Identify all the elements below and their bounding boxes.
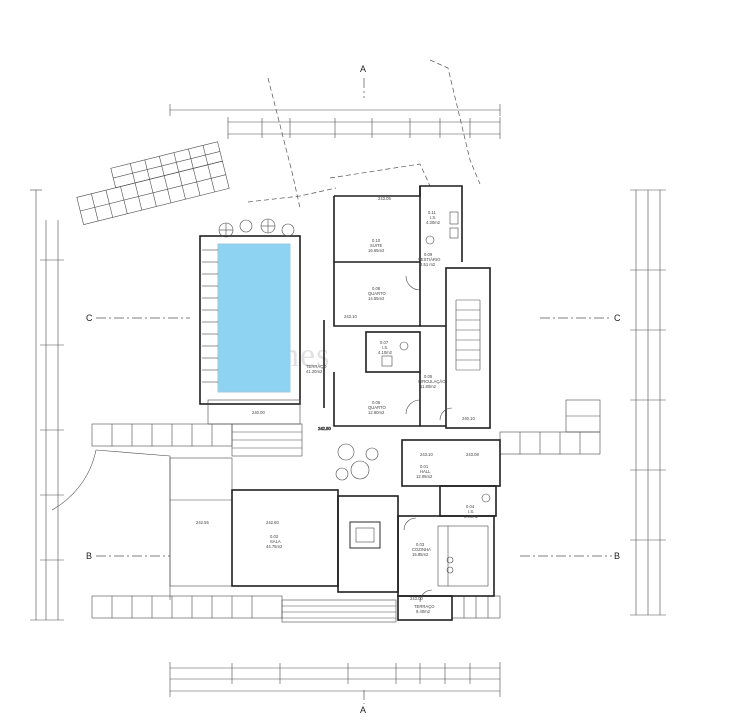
level-terrace-mid: 242.50: [318, 426, 331, 431]
right-dimension-lines: [630, 189, 666, 616]
room-code: 0.09: [424, 252, 433, 257]
room-terraco-bottom: TERRAÇO 9.40m2: [414, 604, 435, 614]
room-name: SUITE: [370, 243, 383, 248]
room-area: 41.20m2: [306, 369, 323, 374]
pool-area: 240.00: [199, 235, 301, 425]
room-area: 11.80m2: [420, 384, 437, 389]
room-area: 44.75m2: [266, 544, 283, 549]
room-name: I.S.: [430, 215, 436, 220]
section-marker-a-top: A: [360, 64, 366, 74]
room-code: 0.05: [424, 374, 433, 379]
room-name: COZINHA: [412, 547, 431, 552]
bottom-dimension-lines: [169, 662, 501, 697]
ground-curve: [51, 449, 97, 511]
room-name: HALL: [420, 469, 431, 474]
room-area: 4.10m2: [378, 350, 393, 355]
room-name: CIRCULAÇÃO: [418, 379, 446, 384]
section-marker-b-left: B: [86, 551, 92, 561]
room-code: 0.10: [372, 238, 381, 243]
level-terraco: 243.00: [410, 596, 423, 601]
room-code: 0.03: [416, 542, 425, 547]
level-left-patio: 242.55: [196, 520, 209, 525]
room-name: TERRAÇO: [414, 604, 435, 609]
room-code: 0.04: [466, 504, 475, 509]
section-marker-c-right: C: [614, 313, 621, 323]
doors: [403, 275, 453, 603]
level-corridor: 243.10: [344, 314, 357, 319]
ground-curve-2: [95, 449, 171, 600]
level-hall: 243.10: [420, 452, 433, 457]
room-code: 0.07: [380, 340, 389, 345]
room-terraco-left: TERRAÇO 41.20m2: [306, 364, 327, 374]
room-name: TERRAÇO: [306, 364, 327, 369]
room-name: VESTIÁRIO: [418, 257, 441, 262]
right-walkway: [499, 399, 601, 455]
level-upper-top: 243.05: [378, 196, 391, 201]
room-code: 0.01: [420, 464, 429, 469]
room-area: 3.51 m2: [420, 262, 436, 267]
level-pool-bottom: 240.00: [252, 410, 265, 415]
room-hall: 0.01 HALL 12.05m2: [416, 464, 433, 479]
section-marker-a-bottom: A: [360, 705, 366, 715]
house-walls: [231, 185, 501, 621]
room-area: 16.65m2: [368, 248, 385, 253]
room-area: 15.85m2: [412, 552, 429, 557]
room-sala: 0.02 SALA 44.75m2: [266, 534, 283, 549]
room-name: QUARTO: [368, 405, 387, 410]
room-is-kitchen: 0.04 I.S. 3.00m2: [464, 504, 479, 519]
room-is-upper: 0.11 I.S. 4.30m2: [426, 210, 441, 225]
room-circulacao: 0.05 CIRCULAÇÃO 11.80m2: [418, 374, 446, 389]
room-name: I.S.: [468, 509, 474, 514]
room-name: SALA: [270, 539, 281, 544]
room-cozinha: 0.03 COZINHA 15.85m2: [412, 542, 431, 557]
room-name: QUARTO: [368, 291, 387, 296]
paving-tiles: [76, 141, 230, 225]
pool-water: [217, 243, 291, 393]
room-area: 3.00m2: [464, 514, 479, 519]
room-code: 0.06: [372, 400, 381, 405]
room-is-mid: 0.07 I.S. 4.10m2: [378, 340, 393, 355]
room-code: 0.02: [270, 534, 279, 539]
room-area: 4.30m2: [426, 220, 441, 225]
trees: [218, 218, 379, 481]
fixtures: [381, 211, 459, 367]
level-sala: 242.60: [266, 520, 279, 525]
section-marker-c-left: C: [86, 313, 93, 323]
level-stair-right: 240.10: [462, 416, 475, 421]
room-quarto-low: 0.06 QUARTO 12.80m2: [368, 400, 387, 415]
room-code: 0.08: [372, 286, 381, 291]
section-lines: [96, 78, 612, 704]
room-area: 12.05m2: [416, 474, 433, 479]
room-area: 12.80m2: [368, 410, 385, 415]
left-patio: 242.55: [169, 457, 233, 587]
level-hall-right: 243.08: [466, 452, 479, 457]
room-suite: 0.10 SUITE 16.65m2: [368, 238, 385, 253]
top-dimension-lines: [169, 104, 501, 139]
room-code: 0.11: [428, 210, 437, 215]
section-marker-b-right: B: [614, 551, 620, 561]
site-boundary: [247, 59, 481, 209]
left-dimension-lines: [30, 189, 64, 621]
room-vestiario: 0.09 VESTIÁRIO 3.51 m2: [418, 252, 441, 267]
room-quarto-top: 0.08 QUARTO 14.55m2: [368, 286, 387, 301]
room-area: 9.40m2: [416, 609, 431, 614]
room-area: 14.55m2: [368, 296, 385, 301]
room-name: I.S.: [382, 345, 388, 350]
left-walkway: 242.50: [91, 423, 332, 457]
bottom-walkway: [91, 595, 501, 623]
